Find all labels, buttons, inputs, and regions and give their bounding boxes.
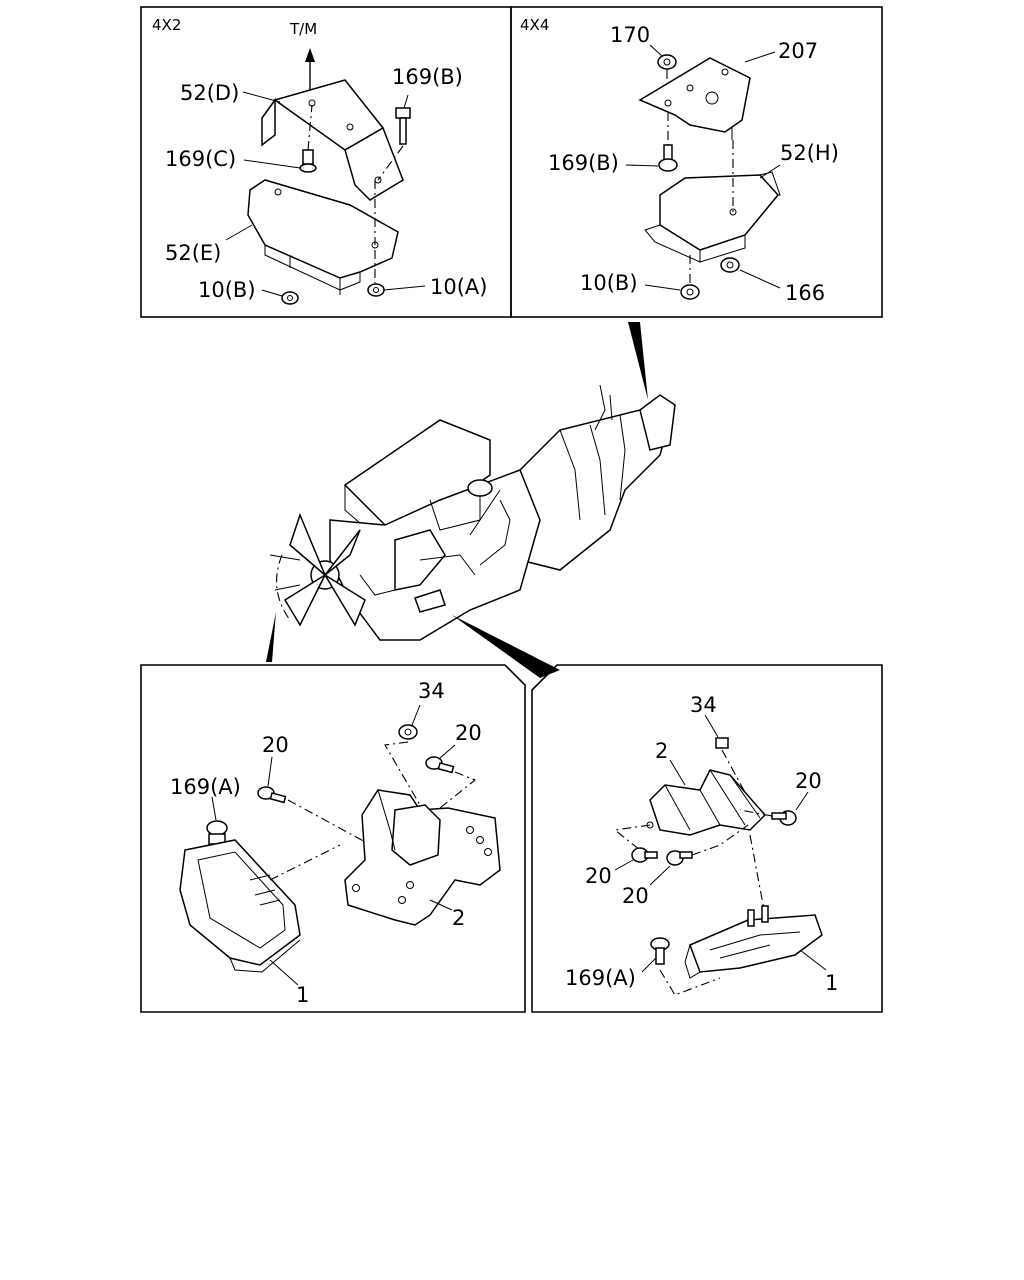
tm-label: T/M (289, 20, 317, 38)
panel-bottom-right: 34 2 20 20 (531, 664, 883, 1013)
label-52h: 52(H) (780, 141, 839, 165)
panel-4x2: 4X2 T/M 52(D) 169(B) (140, 6, 512, 318)
panel-bottom-left: 34 20 20 169(A) (140, 664, 526, 1013)
cooling-fan (269, 512, 366, 627)
label-34-left: 34 (418, 679, 445, 703)
label-34-right: 34 (690, 693, 717, 717)
label-169c: 169(C) (165, 147, 236, 171)
callout-pointer-right (452, 615, 560, 678)
transmission (519, 384, 676, 571)
label-20-right-b: 20 (585, 864, 612, 888)
label-169a-left: 169(A) (170, 775, 241, 799)
panel-4x4: 4X4 170 207 169(B) (510, 6, 883, 318)
label-2-right: 2 (655, 739, 668, 763)
bolt-169a-left (206, 820, 228, 845)
bolt-169a-right (650, 937, 670, 965)
bolt-169c (299, 149, 317, 173)
label-20-right-c: 20 (622, 884, 649, 908)
bracket-207 (638, 57, 751, 140)
engine-block (329, 419, 541, 641)
bolt-169b-4x4 (658, 144, 678, 172)
callout-pointer-top (628, 322, 648, 400)
label-2-left: 2 (452, 906, 465, 930)
label-10b: 10(B) (198, 278, 256, 302)
nut-170 (657, 54, 677, 70)
bolt-20-left-a (257, 786, 287, 804)
panel-bottom-left-frame (140, 664, 526, 1013)
bolt-20-right-a (771, 810, 797, 826)
label-1-left: 1 (296, 983, 309, 1007)
nut-166 (720, 257, 740, 273)
label-169b: 169(B) (392, 65, 463, 89)
label-207: 207 (778, 39, 818, 63)
bracket-52d (261, 79, 404, 201)
bolt-20-right-c (666, 850, 693, 866)
label-20-left-b: 20 (455, 721, 482, 745)
label-20-left-a: 20 (262, 733, 289, 757)
panel-bottom-right-frame (531, 664, 883, 1013)
panel-4x2-header: 4X2 (152, 16, 181, 34)
label-166: 166 (785, 281, 825, 305)
mount-1-right (684, 905, 823, 979)
panel-4x4-header: 4X4 (520, 16, 549, 34)
mount-52h (644, 171, 781, 263)
nut-10a (367, 283, 385, 297)
mount-52e (247, 179, 399, 295)
label-169a-right: 169(A) (565, 966, 636, 990)
nut-10b-4x4 (680, 284, 700, 300)
panel-4x4-frame (510, 6, 883, 318)
label-52e: 52(E) (165, 241, 221, 265)
label-52d: 52(D) (180, 81, 239, 105)
nut-34-right (715, 737, 729, 749)
bolt-20-left-b (425, 756, 455, 774)
label-10b-4x4: 10(B) (580, 271, 638, 295)
mount-1-left (179, 839, 301, 973)
bracket-2-left (344, 789, 501, 926)
label-169b-4x4: 169(B) (548, 151, 619, 175)
label-170: 170 (610, 23, 650, 47)
label-20-right-a: 20 (795, 769, 822, 793)
callout-pointer-left (266, 612, 276, 662)
bolt-169b (395, 107, 411, 145)
engine-assembly (266, 322, 676, 678)
label-10a: 10(A) (430, 275, 487, 299)
bolt-20-right-b (631, 847, 658, 863)
nut-34-left (398, 724, 418, 740)
nut-10b (281, 291, 299, 305)
label-1-right: 1 (825, 971, 838, 995)
